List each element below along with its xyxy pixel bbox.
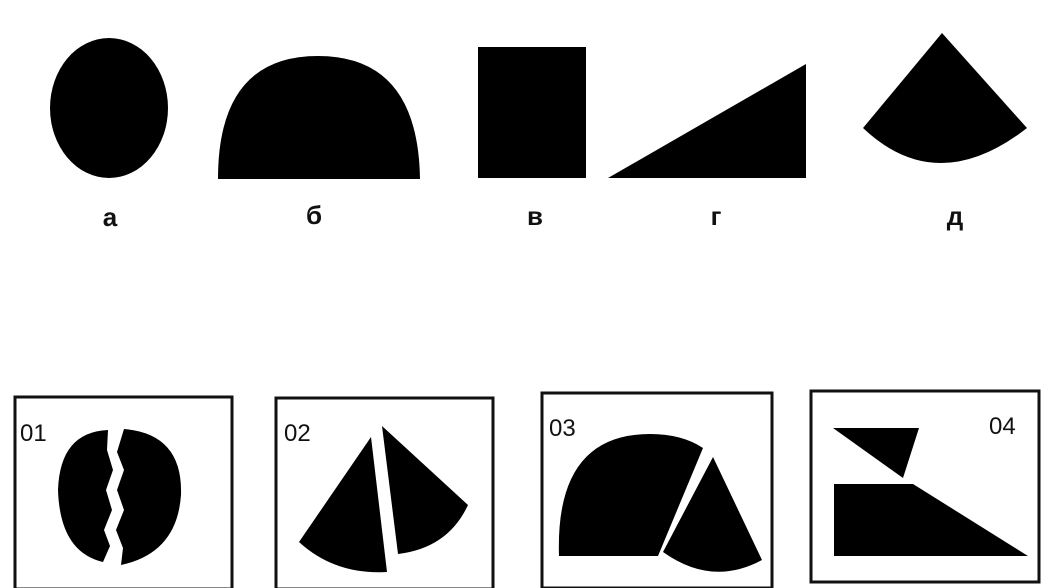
rectangle-shape xyxy=(478,47,586,178)
shape-g: г xyxy=(608,64,806,231)
shape-label-d: д xyxy=(947,201,964,231)
shape-v: в xyxy=(478,47,586,231)
shape-label-b: б xyxy=(306,200,322,230)
shape-label-v: в xyxy=(527,201,543,231)
ellipse-shape xyxy=(50,38,168,178)
panel-04[interactable]: 04 xyxy=(811,391,1039,582)
panel-number: 03 xyxy=(549,415,576,442)
panel-02[interactable]: 02 xyxy=(276,398,493,588)
shape-a: а xyxy=(50,38,168,232)
sector-shape xyxy=(863,33,1027,163)
shape-d: д xyxy=(863,33,1027,231)
panel-number: 01 xyxy=(20,420,47,447)
shape-b: б xyxy=(218,56,420,230)
triangle-shape xyxy=(608,64,806,178)
shape-label-g: г xyxy=(711,201,722,231)
panel-number: 04 xyxy=(989,413,1016,440)
panel-03[interactable]: 03 xyxy=(542,393,772,588)
shape-label-a: а xyxy=(103,202,118,232)
panel-number: 02 xyxy=(284,420,311,447)
semicircle-shape xyxy=(218,56,420,179)
panel-01[interactable]: 01 xyxy=(15,397,232,588)
